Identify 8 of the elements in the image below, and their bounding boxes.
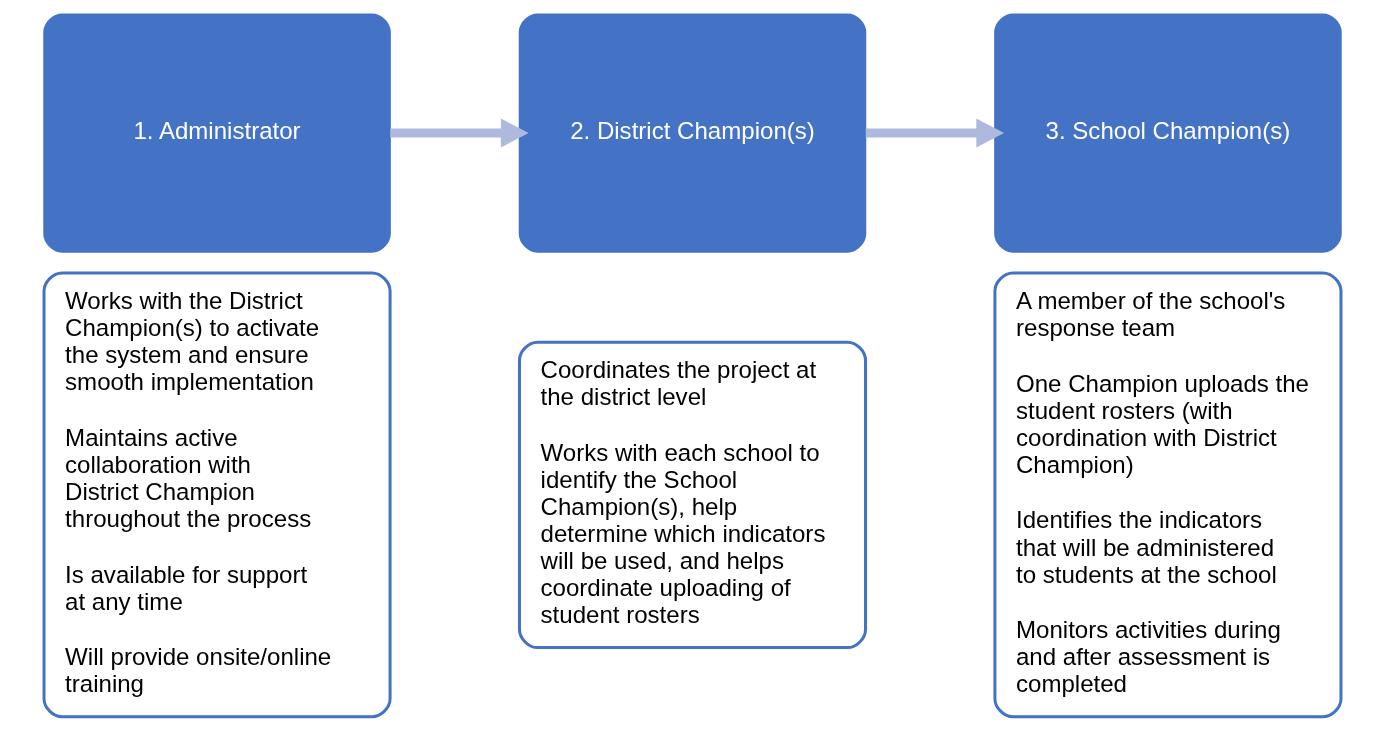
arrow [865,118,1005,148]
node-box: Coordinates the project at the district level Works with each school to identify the School Champion(s), help determine which indicators will be used, and helps coordinate uploading of student rosters [517,340,868,650]
arrow [390,118,529,148]
node-box: 2. District Champion(s) [518,13,867,253]
node-box: 1. Administrator [43,13,391,253]
node-box: 3. School Champion(s) [994,13,1342,253]
node-box: Works with the District Champion(s) to activate the system and ensure smooth implementation Maintains active collaboration with District Champion throughout the process Is available for support at any time Will provide onsite/online training [42,271,392,719]
node-box: A member of the school's response team One Champion uploads the student rosters (with coordination with District Champion) Identifies the indicators that will be administered to students at the school Monitors activities during and after assessment is completed [993,271,1343,719]
